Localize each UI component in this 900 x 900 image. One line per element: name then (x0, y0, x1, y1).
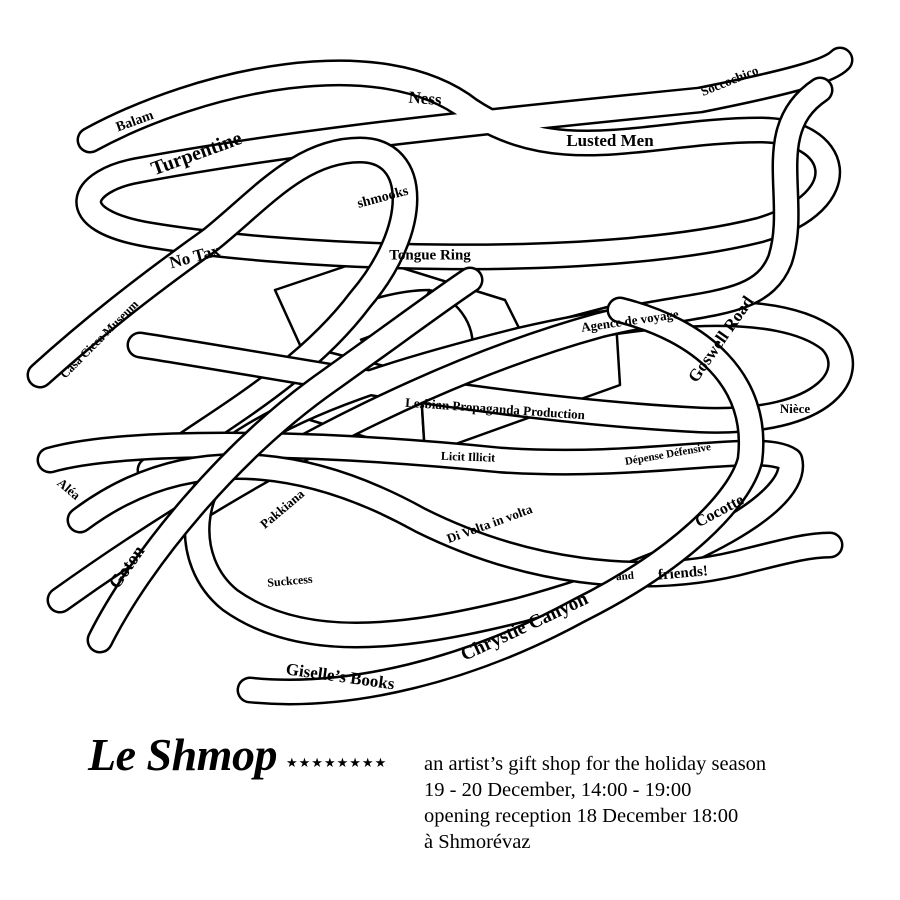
label-tongue-ring: Tongue Ring (389, 247, 471, 263)
ribbon-illustration: Balam Ness Turpentine Soccochico Lusted … (26, 46, 855, 706)
label-licit-illicit: Licit Illicit (441, 449, 496, 465)
label-lusted-men: Lusted Men (566, 131, 654, 150)
label-suckcess: Suckcess (267, 572, 314, 590)
event-info: an artist’s gift shop for the holiday se… (424, 751, 766, 855)
event-opening-reception: opening reception 18 December 18:00 (424, 805, 739, 827)
ribbons (26, 46, 855, 706)
event-dates: 19 - 20 December, 14:00 - 19:00 (424, 779, 692, 801)
star-row-decoration: ★★★★★★★★ (286, 755, 388, 770)
poster-title: Le Shmop (88, 729, 277, 780)
event-venue: à Shmorévaz (424, 831, 531, 853)
label-alea: Aléa (54, 475, 83, 503)
label-pakkiana: Pakkiana (257, 486, 307, 532)
label-ness: Ness (408, 88, 443, 110)
label-niece: Nièce (780, 401, 811, 416)
label-and: and (616, 570, 635, 584)
label-friends: friends! (657, 563, 708, 583)
event-tagline: an artist’s gift shop for the holiday se… (424, 753, 767, 775)
